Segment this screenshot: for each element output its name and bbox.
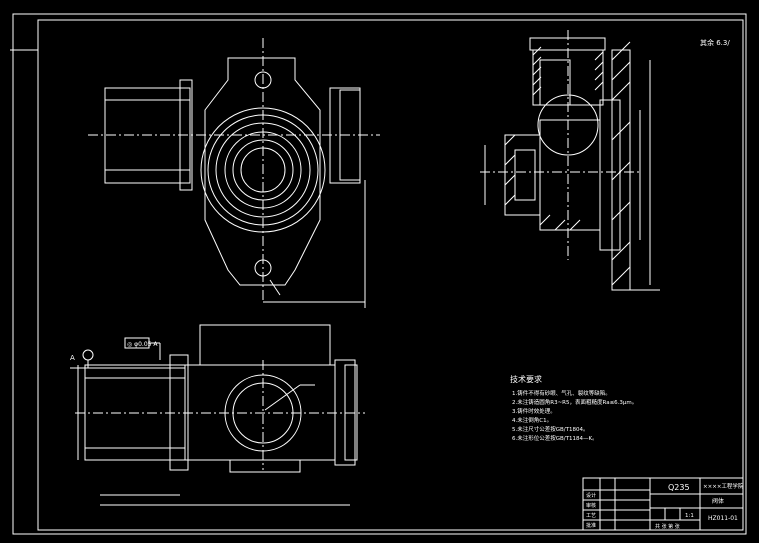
row-label: 批准 [586,522,596,529]
top-view [88,38,380,308]
title-block [582,477,744,531]
row-label: 工艺 [586,513,596,519]
tech-req-line: 3.铸件时效处理。 [512,407,556,415]
tech-req-line: 1.铸件不得有砂眼、气孔、裂纹等缺陷。 [512,389,611,397]
tech-req-line: 6.未注形位公差按GB/T1184—K。 [512,434,598,442]
scale-text: 1:1 [685,513,694,519]
tolerance-frame: ◎ φ0.05 A [127,341,158,348]
section-view [480,30,660,291]
material-text: Q235 [668,483,690,492]
drawing-number: HZ011-01 [708,515,738,522]
tech-req-line: 4.未注倒角C1。 [512,416,552,424]
drawing-name: 阀体 [712,497,724,505]
outer-border [12,13,747,535]
tech-req-line: 2.未注铸造圆角R3~R5，表面粗糙度Ra≤6.3μm。 [512,398,637,406]
corner-note: 其余 6.3/ [700,38,730,47]
tech-req-line: 5.未注尺寸公差按GB/T1804。 [512,425,589,433]
row-label: 设计 [586,492,596,499]
tech-req-title: 技术要求 [510,374,542,384]
front-view [70,324,365,506]
technical-requirements: 技术要求 1.铸件不得有砂眼、气孔、裂纹等缺陷。 2.未注铸造圆角R3~R5，表… [510,374,637,442]
datum-label: A [70,354,75,362]
inner-frame [37,19,744,531]
sheet-count: 共 张 第 张 [655,523,680,530]
row-label: 审核 [586,502,596,509]
school-text: ××××工程学院 [703,482,744,490]
